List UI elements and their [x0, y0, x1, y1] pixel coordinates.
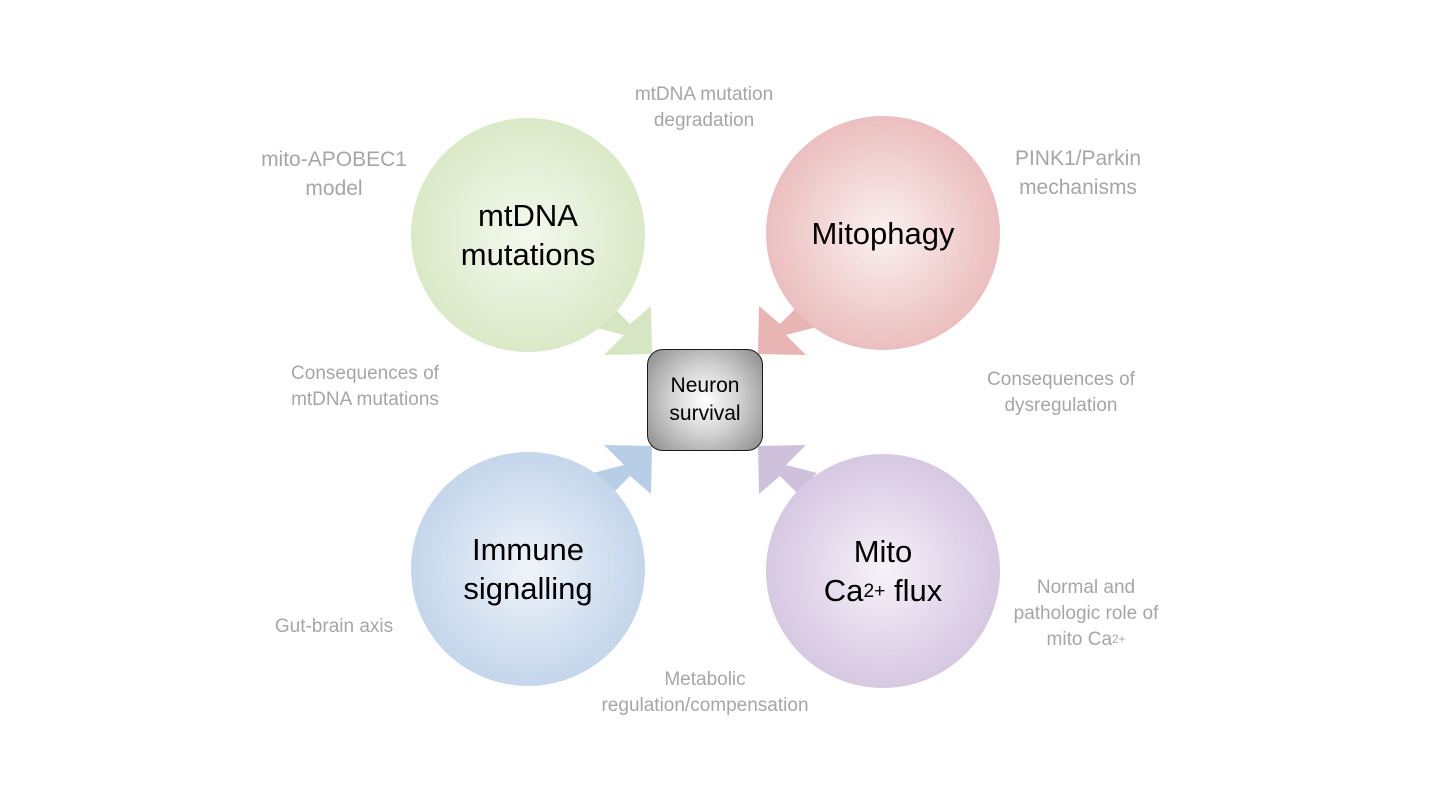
- label-gut-brain-line1: Gut-brain axis: [274, 616, 394, 637]
- label-calcium-role-ca: mito Ca: [1046, 629, 1113, 650]
- label-calcium-role-line1: Normal and: [1036, 577, 1136, 598]
- circle-immune-signalling: Immune signalling: [411, 452, 645, 686]
- label-consequences-mtdna-line2: mtDNA mutations: [291, 389, 439, 410]
- label-metabolic-line1: Metabolic: [664, 669, 746, 690]
- label-mito-apobec1-model: mito-APOBEC1 model: [234, 145, 434, 203]
- center-line2: survival: [669, 402, 741, 425]
- circle-mtdna-mutations: mtDNA mutations: [411, 118, 645, 352]
- label-degradation-line1: mtDNA mutation: [634, 84, 774, 105]
- circle-immune-line1: Immune: [472, 532, 584, 567]
- circle-mitophagy: Mitophagy: [766, 116, 1000, 350]
- circle-calcium-line1: Mito: [853, 534, 913, 569]
- label-pink1-parkin-mechanisms: PINK1/Parkin mechanisms: [978, 144, 1178, 202]
- label-pink1-line1: PINK1/Parkin: [1014, 147, 1142, 170]
- label-gut-brain-axis: Gut-brain axis: [234, 614, 434, 640]
- label-mtdna-mutation-degradation: mtDNA mutation degradation: [604, 82, 804, 134]
- label-calcium-role: Normal and pathologic role of mito Ca2+: [986, 575, 1186, 653]
- label-calcium-role-line2: pathologic role of: [1013, 603, 1159, 624]
- circle-mtdna-line2: mutations: [460, 237, 596, 272]
- label-calcium-role-superscript: 2+: [1112, 632, 1126, 646]
- label-metabolic-regulation: Metabolic regulation/compensation: [575, 667, 835, 719]
- circle-immune-line2: signalling: [463, 571, 593, 606]
- center-line1: Neuron: [670, 374, 740, 397]
- label-consequences-mtdna: Consequences of mtDNA mutations: [265, 361, 465, 413]
- label-consequences-mtdna-line1: Consequences of: [291, 363, 439, 384]
- label-pink1-line2: mechanisms: [1019, 176, 1137, 199]
- label-dysregulation-line2: dysregulation: [1004, 395, 1118, 416]
- label-consequences-dysregulation: Consequences of dysregulation: [961, 367, 1161, 419]
- calcium-superscript: 2+: [863, 581, 886, 603]
- circle-mtdna-line1: mtDNA: [478, 198, 578, 233]
- label-apobec-line1: mito-APOBEC1: [261, 148, 407, 171]
- circle-mito-calcium-flux: Mito Ca2+ flux: [766, 454, 1000, 688]
- label-calcium-role-line3: mito Ca2+: [986, 627, 1186, 653]
- calcium-ca: Ca: [823, 573, 864, 608]
- arrow-calcium-to-neuron: [758, 445, 817, 494]
- label-metabolic-line2: regulation/compensation: [601, 695, 809, 716]
- calcium-flux: flux: [885, 573, 943, 608]
- label-degradation-line2: degradation: [653, 110, 755, 131]
- label-dysregulation-line1: Consequences of: [987, 369, 1135, 390]
- circle-mitophagy-line1: Mitophagy: [811, 215, 955, 251]
- circle-calcium-line2: Ca2+ flux: [824, 571, 942, 610]
- arrow-immune-to-neuron: [593, 445, 652, 494]
- label-apobec-line2: model: [305, 177, 363, 200]
- neuron-survival-box: Neuron survival: [647, 349, 763, 451]
